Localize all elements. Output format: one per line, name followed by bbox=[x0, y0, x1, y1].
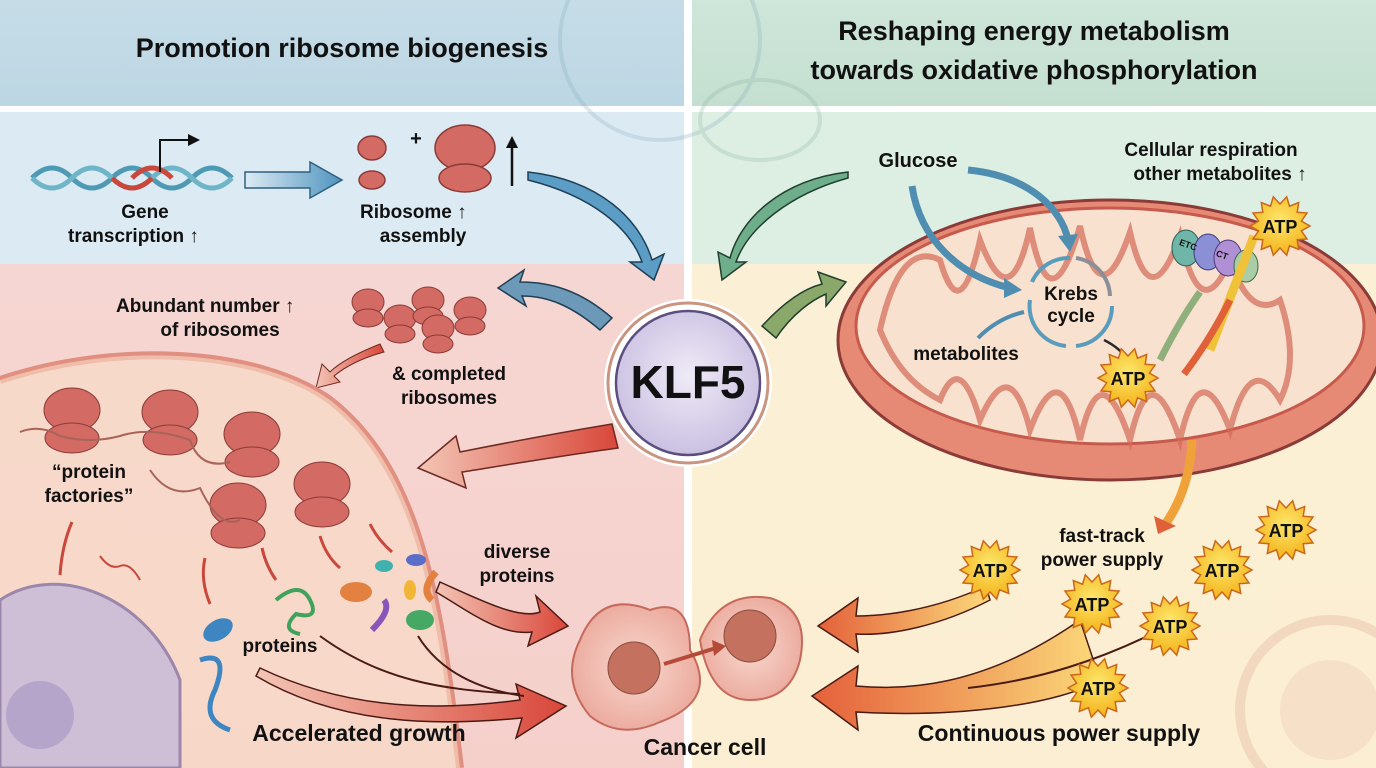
left-section-title: Promotion ribosome biogenesis bbox=[135, 33, 549, 63]
fast-track-arrow bbox=[1160, 439, 1197, 529]
etc-to-atp-arrow bbox=[1181, 298, 1234, 377]
ribosome-large-subunit-icon bbox=[434, 124, 496, 193]
atp-starburst bbox=[1060, 573, 1124, 635]
completed-label: & completed bbox=[391, 364, 507, 385]
protein-factories-label-line1: “protein bbox=[52, 462, 126, 483]
atp-badge-icon: ATP bbox=[1066, 657, 1130, 719]
atp-starburst bbox=[1138, 595, 1202, 657]
up-arrow-icon: ↑ bbox=[284, 296, 295, 317]
atp-badge-icon: ATP bbox=[1138, 595, 1202, 657]
transcription-to-assembly-arrow bbox=[244, 160, 344, 200]
klf5-node bbox=[604, 299, 772, 467]
other-metabolites-text: other metabolites bbox=[1133, 164, 1292, 185]
klf5-to-mitochondria-arrow bbox=[760, 270, 848, 340]
proteins-label: proteins bbox=[242, 636, 318, 657]
small-red-arrows bbox=[58, 521, 393, 605]
atp-synthase-channel bbox=[1205, 234, 1259, 352]
glucose-to-krebs-arrow bbox=[967, 166, 1072, 241]
protein-factory-ribosomes bbox=[19, 387, 351, 549]
atp-badge-icon: ATP bbox=[1254, 499, 1318, 561]
abundant-text: Abundant number bbox=[116, 296, 280, 317]
atp-label: ATP bbox=[1205, 561, 1240, 581]
abundant-ribosomes-label: Abundant number ↑ bbox=[116, 296, 346, 318]
up-arrow-icon: ↑ bbox=[1297, 164, 1307, 185]
cycle-label: cycle bbox=[1047, 306, 1095, 327]
other-metabolites-label: other metabolites ↑ bbox=[1100, 164, 1340, 186]
atp-badge-icon: ATP bbox=[958, 539, 1022, 601]
protein-shapes-icon bbox=[199, 554, 439, 733]
left-header-panel bbox=[0, 0, 684, 106]
ribosomes-to-cell-arrow bbox=[315, 343, 385, 389]
transcription-label: transcription ↑ bbox=[68, 226, 228, 248]
atp-label: ATP bbox=[973, 561, 1008, 581]
atp-starburst bbox=[1190, 539, 1254, 601]
krebs-cycle-icon bbox=[1027, 255, 1115, 348]
atp-starburst bbox=[958, 539, 1022, 601]
diverse-proteins-label: proteins bbox=[479, 566, 555, 587]
right-section-title-line1: Reshaping energy metabolism bbox=[838, 16, 1230, 46]
up-arrow-icon: ↑ bbox=[457, 202, 467, 223]
of-ribosomes-label: of ribosomes bbox=[160, 320, 280, 341]
atp-label: ATP bbox=[1075, 595, 1110, 615]
cancer-cell-label: Cancer cell bbox=[643, 734, 767, 760]
glucose-to-krebs-arrow-2 bbox=[908, 185, 1011, 292]
metabolites-to-krebs-arrow bbox=[976, 310, 1025, 340]
atp-starburst bbox=[1096, 347, 1160, 409]
nucleus-er-icon bbox=[0, 582, 182, 768]
protein-factories-label-line2: factories” bbox=[44, 486, 134, 507]
power-supply-arrow-upper bbox=[816, 584, 991, 654]
completed-ribosomes-label: ribosomes bbox=[400, 388, 498, 409]
transcription-text: transcription bbox=[68, 226, 185, 247]
atp-label: ATP bbox=[1153, 617, 1188, 637]
krebs-label: Krebs bbox=[1044, 284, 1098, 305]
right-header-panel bbox=[692, 0, 1376, 106]
ribosome-text: Ribosome bbox=[360, 202, 452, 223]
dna-helix-icon bbox=[30, 134, 234, 191]
accelerated-growth-label: Accelerated growth bbox=[252, 720, 466, 746]
background-er-outline bbox=[1235, 615, 1376, 768]
klf5-to-ribosomes-arrow bbox=[496, 268, 614, 332]
glucose-to-klf5-arrow bbox=[717, 171, 849, 282]
up-arrow-icon: ↑ bbox=[189, 226, 199, 247]
gene-label: Gene bbox=[121, 202, 169, 223]
atp-badge-icon: ATP bbox=[1248, 195, 1312, 257]
atp-badge-icon: ATP bbox=[1060, 573, 1124, 635]
background-cell-outline-top bbox=[558, 0, 822, 162]
etc-feedback-arrow bbox=[1156, 289, 1203, 362]
diverse-label: diverse bbox=[483, 542, 551, 563]
klf5-to-protein-factories-arrow bbox=[416, 423, 619, 490]
continuous-power-arrow bbox=[810, 618, 1101, 732]
plus-sign: + bbox=[410, 128, 422, 150]
atp-starburst bbox=[1254, 499, 1318, 561]
ribosome-label: Ribosome ↑ bbox=[360, 202, 500, 224]
atp-badge-icon: ATP bbox=[1096, 347, 1160, 409]
right-section-title-line2: towards oxidative phosphorylation bbox=[810, 55, 1258, 85]
diverse-proteins-to-cancer-arrow bbox=[435, 580, 570, 648]
accelerated-growth-arrow bbox=[255, 667, 568, 740]
assembly-label: assembly bbox=[379, 226, 467, 247]
klf5-label: KLF5 bbox=[630, 356, 746, 408]
glucose-label: Glucose bbox=[878, 150, 958, 172]
header-divider bbox=[0, 106, 1376, 112]
atp-label: ATP bbox=[1081, 679, 1116, 699]
metabolites-label: metabolites bbox=[913, 344, 1019, 365]
assembly-to-klf5-arrow bbox=[527, 171, 666, 282]
continuous-power-supply-label: Continuous power supply bbox=[917, 720, 1201, 746]
atp-label: ATP bbox=[1263, 217, 1298, 237]
ribosome-small-subunits-icon bbox=[357, 135, 387, 190]
atp-badge-icon: ATP bbox=[1190, 539, 1254, 601]
atp-label: ATP bbox=[1269, 521, 1304, 541]
dna-fragment-icon bbox=[99, 555, 141, 581]
ribosome-cluster-icon bbox=[351, 286, 487, 354]
cellular-respiration-label: Cellular respiration bbox=[1124, 140, 1298, 161]
atp-starburst bbox=[1248, 195, 1312, 257]
atp-starburst bbox=[1066, 657, 1130, 719]
power-supply-label: power supply bbox=[1040, 550, 1164, 571]
cancer-cell-icon bbox=[571, 595, 803, 731]
fast-track-label: fast-track bbox=[1059, 526, 1145, 547]
atp-label: ATP bbox=[1111, 369, 1146, 389]
